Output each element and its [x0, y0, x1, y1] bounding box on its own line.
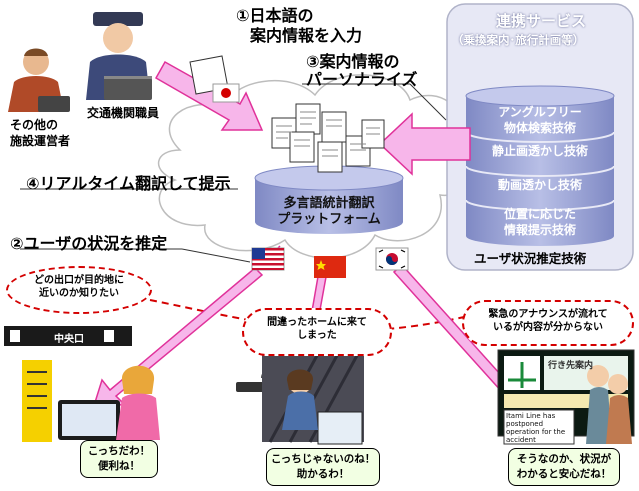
user-woman-middle [282, 369, 318, 430]
document-stack [189, 55, 385, 173]
facility-operator-label-line2: 施設運営者 [10, 134, 71, 148]
input-arrow [154, 60, 264, 131]
facility-operator-label-line1: その他の [10, 118, 59, 132]
situation-announcement: 緊急のアナウンスが流れて いるが内容が分からない [462, 300, 634, 346]
step-3-line1: ③案内情報の [306, 52, 400, 71]
services-title: 連携サービス [496, 12, 587, 30]
personalize-arrow [378, 112, 471, 176]
facility-operator-figure [8, 48, 70, 112]
response-user-left: こっちだわ！ 便利ね！ [80, 440, 158, 478]
service-item-object-search: アングルフリー 物体検索技術 [498, 105, 582, 135]
response-user-middle: こっちじゃないのね！ 助かるわ！ [266, 448, 380, 486]
step-4-label: ④リアルタイム翻訳して提示 [26, 174, 231, 193]
situation-exit: どの出口が目的地に 近いのか知りたい [6, 266, 152, 314]
step-3-line2: パーソナライズ [306, 70, 418, 89]
exit-sign [4, 326, 132, 346]
yellow-station-sign [22, 360, 52, 442]
platform-label-line2: プラットフォーム [277, 212, 381, 227]
services-subtitle: （乗換案内･旅行計画等） [452, 33, 585, 47]
response-user-right: そうなのか、状況が わかると安心だね！ [508, 448, 620, 486]
korea-flag-icon [375, 247, 409, 271]
step-1-line2: 案内情報を入力 [250, 26, 363, 45]
screen-header-text: 行き先案内 [548, 361, 594, 371]
user-status-estimation-label: ユーザ状況推定技術 [474, 251, 587, 266]
services-cylinders [465, 85, 615, 246]
usa-flag-icon [251, 247, 285, 271]
service-item-location-info: 位置に応じた 情報提示技術 [503, 207, 576, 237]
transport-staff-label: 交通機関職員 [87, 106, 160, 120]
user-woman-left [116, 365, 160, 440]
japan-flag-icon [212, 83, 240, 103]
service-item-video-watermark: 動画透かし技術 [497, 178, 582, 192]
service-item-image-watermark: 静止画透かし技術 [491, 144, 588, 158]
situation-dashed-line [149, 299, 501, 332]
step-1-line1: ①日本語の [236, 6, 314, 25]
platform-label-line1: 多言語統計翻訳 [283, 196, 375, 211]
user-couple-right [586, 365, 632, 444]
china-flag-icon [314, 256, 346, 278]
central-exit-sign-text: 中央口 [54, 334, 84, 345]
step-2-label: ②ユーザの状況を推定 [10, 234, 168, 253]
tablet-device [58, 400, 120, 440]
transport-staff-figure [86, 12, 152, 100]
situation-wrong-platform: 間違ったホームに来て しまった [242, 308, 392, 356]
english-notice-text: Itami Line has postponed operation for t… [506, 412, 566, 444]
